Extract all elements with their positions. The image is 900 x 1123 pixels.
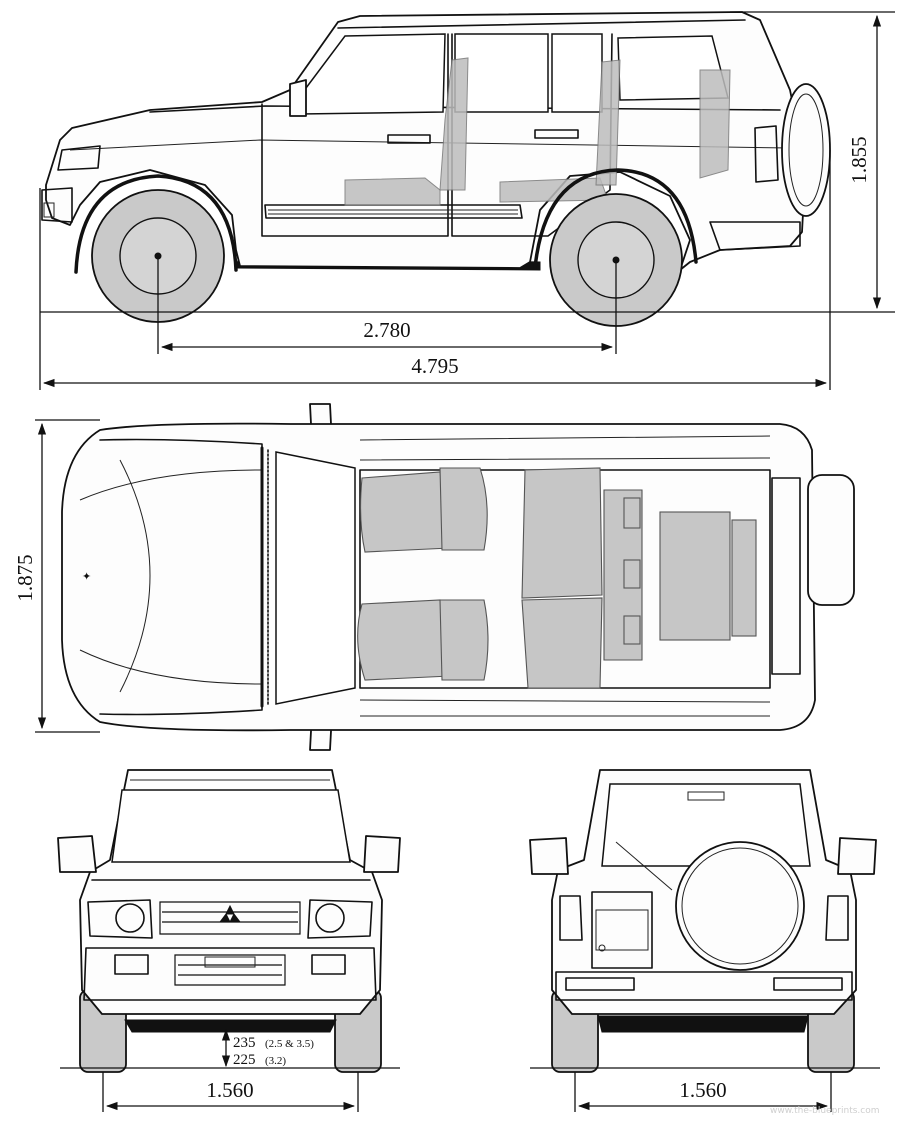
side-rear-bumper xyxy=(709,221,801,251)
front-track-label: 1.560 xyxy=(206,1078,253,1102)
side-rear-handle xyxy=(534,129,579,139)
top-third-row-headrests xyxy=(731,519,757,637)
ground-clearance-note-1: (2.5 & 3.5) xyxy=(265,1038,314,1050)
rear-spare-wheel xyxy=(675,841,805,971)
side-front-seat-back xyxy=(439,57,469,191)
rear-track-label: 1.560 xyxy=(679,1078,726,1102)
rear-reflector-left xyxy=(565,977,635,991)
length-dimension-label: 4.795 xyxy=(411,354,458,378)
front-grille xyxy=(159,901,301,935)
side-front-seat xyxy=(344,177,441,206)
side-rear-arch xyxy=(533,168,698,270)
top-dimensions: 1.875 xyxy=(13,419,100,733)
front-view xyxy=(57,769,401,1073)
front-lower-intake xyxy=(174,954,286,986)
front-plate xyxy=(204,956,256,968)
top-rear-bench-left xyxy=(521,467,603,599)
rear-bumper xyxy=(555,971,853,1001)
rear-plate xyxy=(595,909,649,951)
side-third-seat xyxy=(699,69,731,179)
top-windshield xyxy=(275,451,356,705)
rear-tail-light-right xyxy=(825,895,849,941)
rear-wiper xyxy=(615,841,673,891)
side-front-arch xyxy=(74,174,238,274)
front-dimensions: 235 (2.5 & 3.5) 225 (3.2) 1.560 xyxy=(60,1028,400,1112)
side-rear-door-window-2 xyxy=(551,33,603,113)
front-windshield xyxy=(111,789,351,863)
top-front-headrest-left xyxy=(439,467,488,551)
front-headlight-left-lens xyxy=(115,903,145,933)
side-step-lines xyxy=(268,209,518,215)
top-roof-rail-lower xyxy=(359,699,771,717)
top-hood-crease-2 xyxy=(79,649,263,685)
front-foglight-left xyxy=(114,954,149,975)
side-front-bumper xyxy=(41,187,73,223)
top-rear-headrest-3 xyxy=(623,615,641,645)
rear-underbody xyxy=(597,1015,809,1033)
front-foglight-right xyxy=(311,954,346,975)
top-rear-bench-right xyxy=(521,597,603,689)
ground-clearance-note-2: (3.2) xyxy=(265,1055,286,1067)
front-underbody xyxy=(124,1019,337,1033)
rear-view xyxy=(529,769,877,1073)
rear-brake-light xyxy=(687,791,725,801)
side-spare-wheel-inner xyxy=(788,93,824,207)
top-hood-crease-1 xyxy=(79,469,263,501)
front-logo-icon xyxy=(219,904,241,923)
rear-plate-recess xyxy=(591,891,653,969)
top-front-seat-left xyxy=(360,471,451,553)
top-roof-rail-upper xyxy=(359,435,771,461)
front-headlight-right-lens xyxy=(315,903,345,933)
top-third-row xyxy=(659,511,731,641)
top-front-seat-right xyxy=(357,599,451,681)
front-mirror-left xyxy=(57,835,97,873)
side-roof-line xyxy=(337,19,746,29)
top-spare-wheel xyxy=(807,474,855,606)
top-front-headrest-right xyxy=(439,599,489,681)
rear-tail-light-left xyxy=(559,895,583,941)
side-rear-door-window xyxy=(454,33,549,113)
rear-mirror-right xyxy=(837,837,877,875)
top-view: ✦ xyxy=(61,403,855,751)
front-bumper xyxy=(83,947,377,1001)
side-headlight xyxy=(57,145,101,171)
ground-clearance-value-2: 225 xyxy=(233,1052,256,1068)
top-logo-mark: ✦ xyxy=(82,571,91,583)
height-dimension-label: 1.855 xyxy=(847,136,871,183)
watermark-text: www.the-blueprints.com xyxy=(770,1106,880,1116)
wheelbase-dimension-label: 2.780 xyxy=(363,318,410,342)
rear-mirror-left xyxy=(529,837,569,875)
side-view xyxy=(41,11,831,327)
side-mirror xyxy=(289,79,307,117)
rear-reflector-right xyxy=(773,977,843,991)
side-rear-seat-back xyxy=(595,59,621,186)
side-tail-light xyxy=(754,125,779,183)
top-rear-headrest-1 xyxy=(623,497,641,529)
top-rear-headrest-2 xyxy=(623,559,641,589)
side-dimensions: 1.855 2.780 4.795 xyxy=(39,11,895,390)
side-fog-light xyxy=(43,202,55,218)
ground-clearance-value-1: 235 xyxy=(233,1035,256,1051)
rear-dimensions: 1.560 xyxy=(530,1067,880,1112)
front-headlight-right xyxy=(307,899,373,939)
top-hood-crease-3 xyxy=(119,459,151,693)
width-dimension-label: 1.875 xyxy=(13,554,37,601)
front-mirror-right xyxy=(363,835,401,873)
side-front-handle xyxy=(387,134,431,144)
rear-lock-icon xyxy=(598,944,606,952)
front-headlight-left xyxy=(87,899,153,939)
rear-spare-wheel-rim xyxy=(681,847,799,965)
top-rear-hatch xyxy=(771,477,801,675)
